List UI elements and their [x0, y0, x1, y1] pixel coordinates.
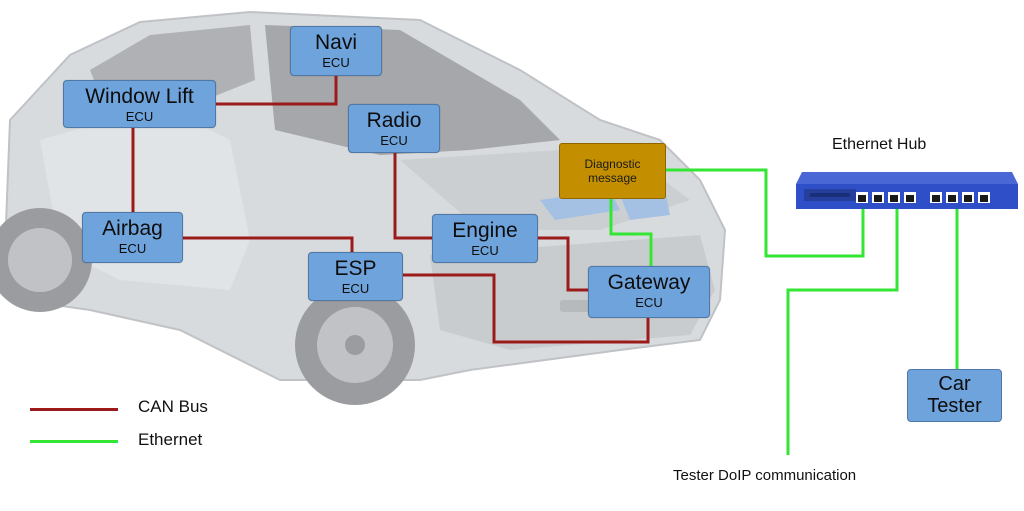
ecu-sub: ECU	[322, 55, 350, 70]
ecu-name: Navi	[314, 31, 357, 54]
legend-label-can: CAN Bus	[138, 397, 208, 416]
tester-line-2: Tester	[927, 395, 982, 417]
diagnostic-line-2: message	[588, 171, 637, 185]
legend-swatch-ethernet	[30, 440, 118, 443]
ecu-window-lift: Window Lift ECU	[63, 80, 216, 128]
ecu-name: Gateway	[607, 271, 691, 294]
eth-diag-hub	[666, 168, 865, 258]
can-airbag-esp	[183, 236, 354, 252]
car-tester-box: Car Tester	[907, 369, 1002, 422]
eth-diag-gateway	[609, 199, 653, 266]
can-bus-lines	[131, 76, 650, 344]
ethernet-hub-icon	[796, 172, 1018, 209]
ecu-engine: Engine ECU	[432, 214, 538, 263]
can-esp-gateway	[403, 273, 650, 344]
ecu-sub: ECU	[471, 243, 499, 258]
ecu-sub: ECU	[635, 295, 663, 310]
hub-title: Ethernet Hub	[832, 136, 927, 153]
can-engine-gateway	[538, 236, 588, 292]
can-radio-engine	[393, 153, 432, 240]
ecu-name: Engine	[452, 219, 518, 242]
ethernet-lines	[609, 168, 959, 455]
ecu-name: Window Lift	[85, 85, 194, 108]
ecu-navi: Navi ECU	[290, 26, 382, 76]
can-navi-windowlift	[216, 76, 338, 106]
ecu-sub: ECU	[341, 281, 370, 296]
ecu-radio: Radio ECU	[348, 104, 440, 153]
ecu-airbag: Airbag ECU	[82, 212, 183, 263]
legend-label-ethernet: Ethernet	[138, 430, 203, 449]
ecu-name: ESP	[334, 257, 377, 280]
legend: CAN Bus Ethernet	[30, 396, 230, 456]
legend-swatch-can	[30, 408, 118, 411]
eth-doip-hub	[786, 198, 899, 455]
ecu-sub: ECU	[380, 133, 408, 148]
ecu-name: Radio	[366, 109, 422, 132]
ecu-gateway: Gateway ECU	[588, 266, 710, 318]
diagnostic-line-1: Diagnostic	[584, 157, 641, 171]
ecu-sub: ECU	[118, 241, 147, 256]
ecu-esp: ESP ECU	[308, 252, 403, 301]
ecu-name: Airbag	[102, 217, 163, 240]
tester-line-1: Car	[938, 373, 971, 395]
doip-label: Tester DoIP communication	[673, 467, 857, 484]
ecu-sub: ECU	[125, 109, 154, 124]
diagnostic-message-box: Diagnostic message	[559, 143, 666, 199]
